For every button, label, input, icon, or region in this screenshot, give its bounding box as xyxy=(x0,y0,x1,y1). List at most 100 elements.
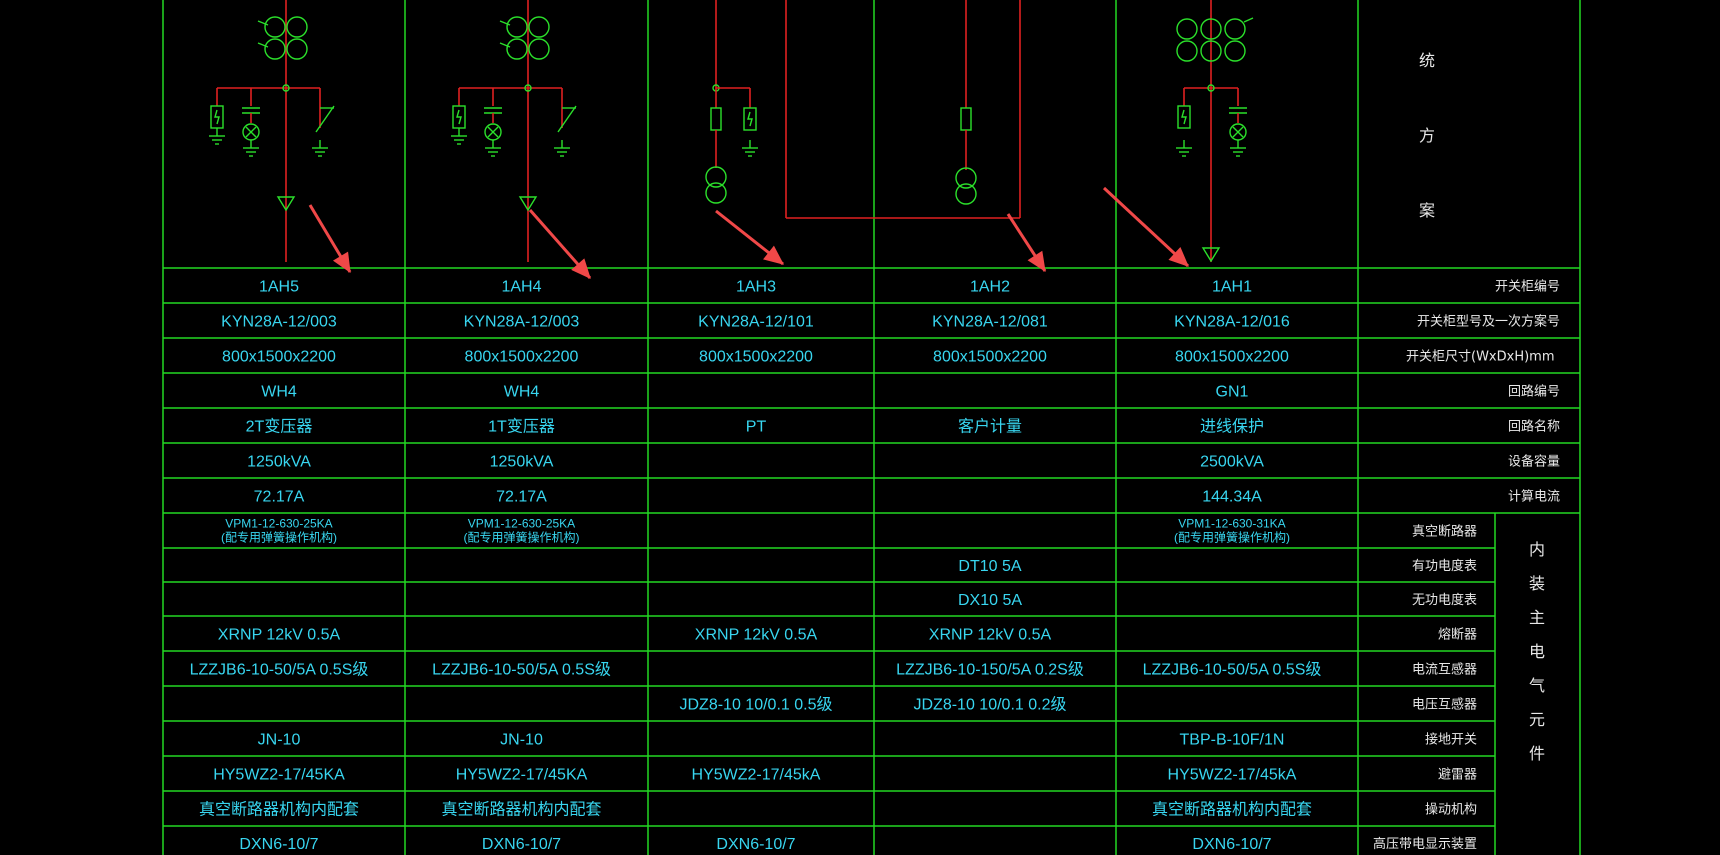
ct-coil xyxy=(264,16,286,38)
circuit-no-value: WH4 xyxy=(504,384,540,401)
ct-coil xyxy=(1224,18,1246,40)
side-group-char: 内 xyxy=(1529,540,1545,559)
indicator-value: DXN6-10/7 xyxy=(239,836,318,853)
row-label-earthing: 接地开关 xyxy=(1425,732,1477,748)
side-group-char: 气 xyxy=(1529,676,1545,695)
breaker-note: (配专用弹簧操作机构) xyxy=(1174,530,1290,545)
junction-dot xyxy=(1207,84,1215,92)
cable-terminal-icon xyxy=(518,196,538,212)
side-group-char: 元 xyxy=(1529,710,1545,729)
size-value: 800x1500x2200 xyxy=(1175,349,1289,366)
circuit-no-value: GN1 xyxy=(1216,384,1249,401)
cable-terminal-icon xyxy=(276,196,296,212)
breaker-note: (配专用弹簧操作机构) xyxy=(221,530,337,545)
ct-value: LZZJB6-10-50/5A 0.5S级 xyxy=(1143,661,1322,679)
current-value: 72.17A xyxy=(254,489,305,506)
pt-winding-icon xyxy=(705,166,727,188)
side-group-label: 内 装 主 电 气 元 件 xyxy=(1529,540,1545,763)
annotation-arrowhead xyxy=(763,245,784,265)
size-value: 800x1500x2200 xyxy=(933,349,1047,366)
row-label-current: 计算电流 xyxy=(1508,490,1560,505)
vt-value: JDZ8-10 10/0.1 0.2级 xyxy=(914,696,1067,714)
capacity-value: 1250kVA xyxy=(247,454,311,471)
cabinet-no-value: 1AH2 xyxy=(970,279,1010,296)
arrester-icon xyxy=(456,109,462,125)
model-value: KYN28A-12/101 xyxy=(698,314,814,331)
reactive-meter-value: DX10 5A xyxy=(958,592,1022,609)
ct-value: LZZJB6-10-150/5A 0.2S级 xyxy=(896,661,1084,679)
ct-arrow xyxy=(499,20,511,26)
current-value: 72.17A xyxy=(496,489,547,506)
system-label-char-3: 案 xyxy=(1419,201,1435,220)
row-label-circuit-no: 回路编号 xyxy=(1508,384,1560,400)
arrester-value: HY5WZ2-17/45KA xyxy=(456,767,588,784)
row-label-circuit-name: 回路名称 xyxy=(1508,419,1560,435)
side-group-char: 件 xyxy=(1529,744,1545,763)
earth-switch-blade xyxy=(315,105,335,133)
capacity-value: 1250kVA xyxy=(490,454,554,471)
mechanism-value: 真空断路器机构内配套 xyxy=(199,801,359,819)
row-label-breaker: 真空断路器 xyxy=(1412,524,1477,540)
model-value: KYN28A-12/003 xyxy=(221,314,337,331)
ct-coil xyxy=(506,16,528,38)
cabinet-no-value: 1AH3 xyxy=(736,279,776,296)
row-labels: 开关柜编号开关柜型号及一次方案号开关柜尺寸(WxDxH)mm回路编号回路名称设备… xyxy=(1373,280,1560,853)
annotation-arrows xyxy=(308,186,1190,279)
pt-winding-icon xyxy=(955,167,977,189)
row-label-capacity: 设备容量 xyxy=(1508,454,1560,470)
fuse-value: XRNP 12kV 0.5A xyxy=(929,627,1052,644)
model-value: KYN28A-12/016 xyxy=(1174,314,1290,331)
circuit-name-value: 2T变压器 xyxy=(246,418,313,436)
annotation-arrow xyxy=(1102,186,1190,268)
ct-coil xyxy=(1200,18,1222,40)
row-label-ct: 电流互感器 xyxy=(1412,662,1477,678)
circuit-name-value: 客户计量 xyxy=(958,418,1022,436)
arrester-icon xyxy=(747,111,753,127)
indicator-value: DXN6-10/7 xyxy=(482,836,561,853)
breaker-note: (配专用弹簧操作机构) xyxy=(464,530,580,545)
circuit-name-value: 进线保护 xyxy=(1200,418,1264,436)
breaker-model: VPM1-12-630-25KA xyxy=(468,517,575,531)
arrester-value: HY5WZ2-17/45KA xyxy=(213,767,345,784)
cabinet-no-value: 1AH5 xyxy=(259,279,299,296)
earthing-value: TBP-B-10F/1N xyxy=(1180,732,1285,749)
row-label-indicator: 高压带电显示装置 xyxy=(1373,836,1477,852)
annotation-arrowhead xyxy=(1027,250,1046,273)
circuit-name-value: 1T变压器 xyxy=(488,418,555,436)
capacity-value: 2500kVA xyxy=(1200,454,1264,471)
annotation-arrowhead xyxy=(571,258,591,279)
annotation-arrowhead xyxy=(1168,246,1189,267)
mechanism-value: 真空断路器机构内配套 xyxy=(1152,801,1312,819)
fuse-value: XRNP 12kV 0.5A xyxy=(695,627,818,644)
ct-coil xyxy=(1176,40,1198,62)
ct-coil xyxy=(1176,18,1198,40)
fuse-value: XRNP 12kV 0.5A xyxy=(218,627,341,644)
earth-switch-blade xyxy=(557,105,577,133)
row-label-cabinet-no: 开关柜编号 xyxy=(1495,280,1560,295)
junction-dot xyxy=(282,84,290,92)
arrester-icon xyxy=(214,109,220,125)
earthing-value: JN-10 xyxy=(500,732,543,749)
mechanism-value: 真空断路器机构内配套 xyxy=(441,801,601,819)
ct-coil xyxy=(286,38,308,60)
ct-coil xyxy=(286,16,308,38)
indicator-lamp-icon xyxy=(245,126,257,138)
size-value: 800x1500x2200 xyxy=(465,349,579,366)
arrester-icon xyxy=(1181,109,1187,125)
row-label-mechanism: 操动机构 xyxy=(1425,802,1477,818)
circuit-name-value: PT xyxy=(746,419,767,436)
arrester-icon xyxy=(743,107,757,131)
system-label-char-1: 统 xyxy=(1419,51,1435,70)
row-label-active-meter: 有功电度表 xyxy=(1412,558,1477,574)
ct-coil xyxy=(528,38,550,60)
pt-winding-icon xyxy=(955,183,977,205)
junction-dot xyxy=(524,84,532,92)
indicator-lamp-icon xyxy=(487,126,499,138)
breaker-model: VPM1-12-630-25KA xyxy=(225,517,332,531)
size-value: 800x1500x2200 xyxy=(699,349,813,366)
vt-value: JDZ8-10 10/0.1 0.5级 xyxy=(680,696,833,714)
ct-coil xyxy=(528,16,550,38)
row-label-size: 开关柜尺寸(WxDxH)mm xyxy=(1406,350,1555,365)
